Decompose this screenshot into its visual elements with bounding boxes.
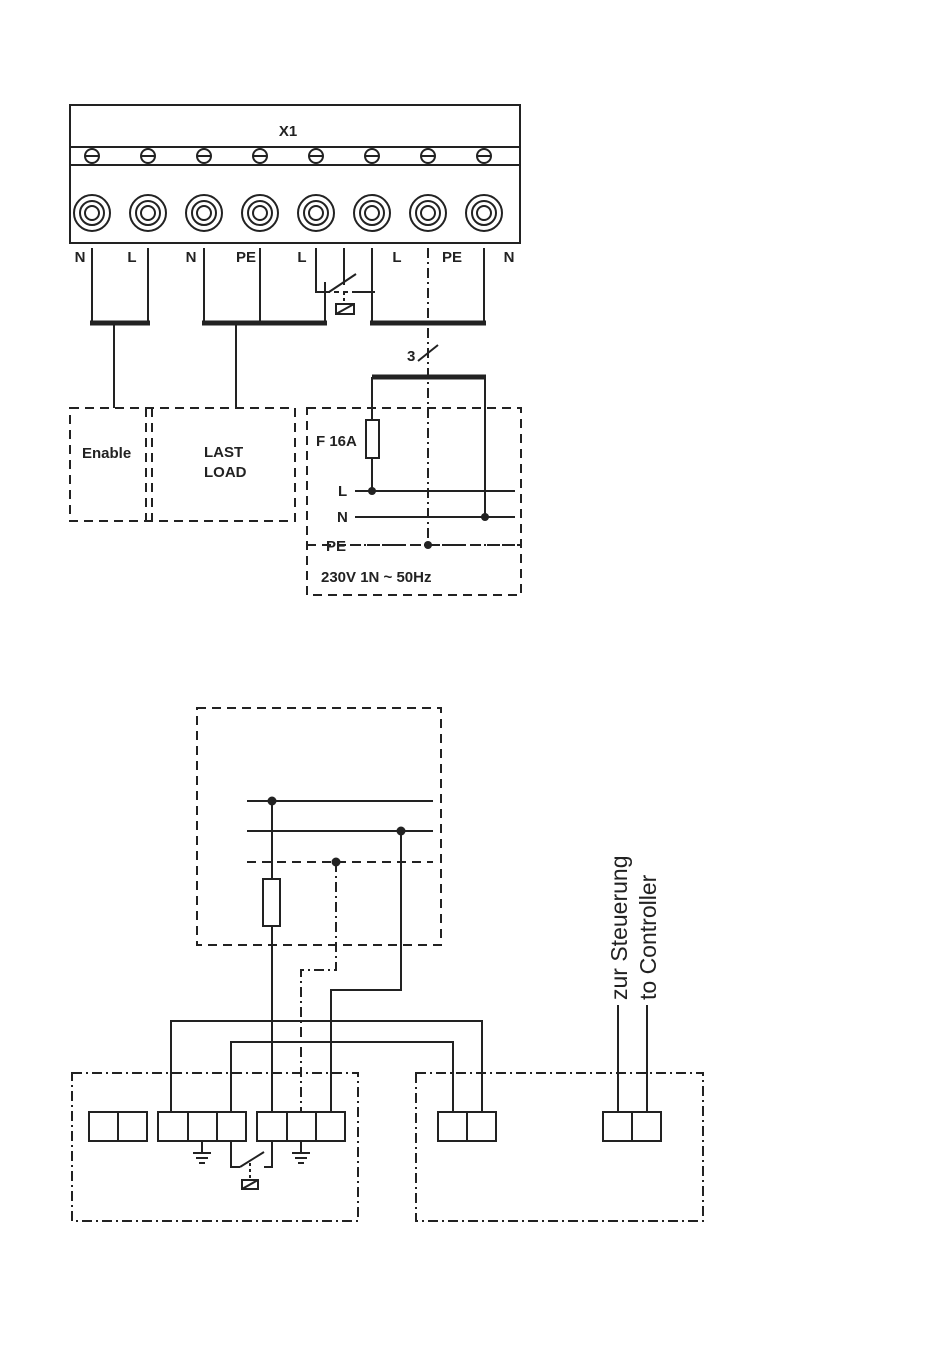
terminal-group: [438, 1112, 496, 1141]
controller-label-de: zur Steuerung: [606, 856, 632, 1000]
terminal-group: [257, 1112, 345, 1141]
terminal-group: [89, 1112, 147, 1141]
cable-count-label: 3: [407, 348, 415, 365]
terminal-label: N: [186, 249, 197, 266]
terminal-label: N: [75, 249, 86, 266]
terminal-label: N: [504, 249, 515, 266]
terminal-label: L: [392, 249, 401, 266]
load-label-line2: LOAD: [204, 464, 247, 481]
ground-icon: [292, 1141, 310, 1163]
fuse-label: F 16A: [316, 433, 357, 450]
terminal-label: PE: [236, 249, 256, 266]
terminal-block-title: X1: [279, 123, 297, 140]
ground-icon: [193, 1141, 211, 1163]
device-box-left: [72, 1073, 358, 1221]
bottom-wiring: [171, 801, 647, 1112]
fuse-symbol: [263, 879, 280, 926]
line-pe-label: PE: [326, 538, 346, 555]
controller-label-en: to Controller: [635, 874, 661, 1000]
enable-load-box: Enable LAST LOAD: [70, 408, 295, 521]
mains-box: [197, 708, 441, 945]
relay-contact-symbol: [231, 1141, 272, 1189]
terminal-group: [158, 1112, 246, 1141]
terminal-block-x1: X1: [70, 105, 520, 243]
enable-label: Enable: [82, 445, 131, 462]
terminal-labels: N L N PE L L PE N: [75, 249, 515, 266]
terminal-label: L: [127, 249, 136, 266]
terminal-label: L: [297, 249, 306, 266]
line-n-label: N: [337, 509, 348, 526]
terminal-label: PE: [442, 249, 462, 266]
device-box-right: [416, 1073, 703, 1221]
controller-labels: zur Steuerung to Controller: [606, 856, 661, 1000]
load-label-line1: LAST: [204, 444, 243, 461]
controller-terminal-group: [603, 1112, 661, 1141]
fuse-symbol: [366, 420, 379, 458]
supply-rating-label: 230V 1N ~ 50Hz: [321, 569, 432, 586]
line-l-label: L: [338, 483, 347, 500]
supply-box: F 16A L N PE 230V 1N ~ 50Hz: [307, 408, 521, 595]
top-wiring: 3: [90, 248, 486, 545]
